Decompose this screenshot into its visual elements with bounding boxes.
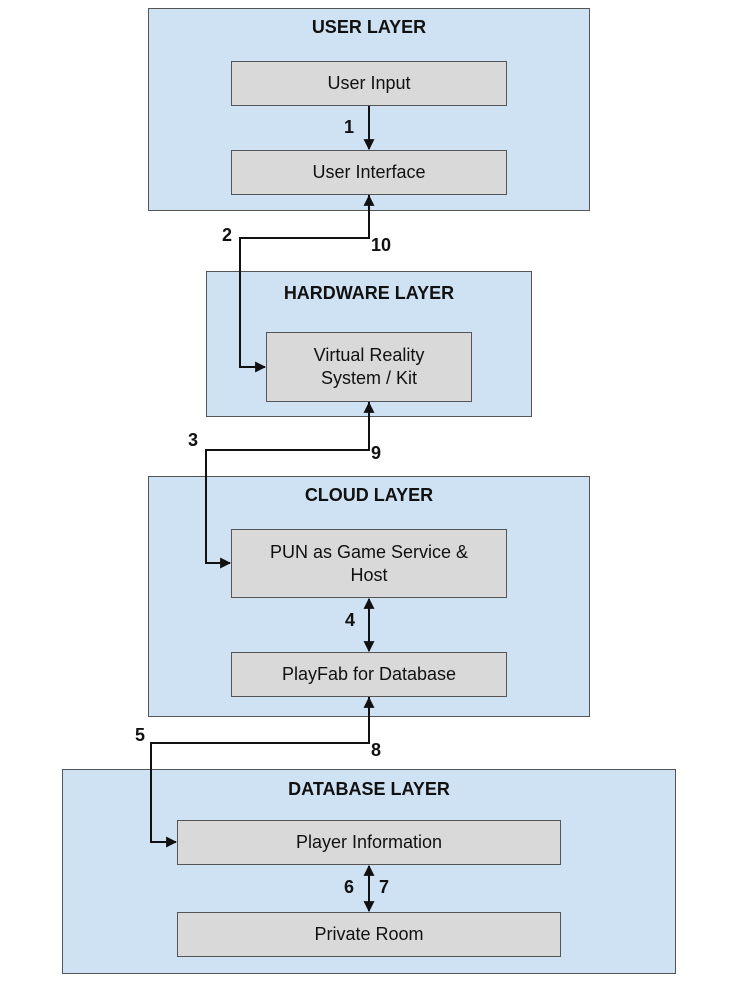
vr-system-box: Virtual Reality System / Kit — [266, 332, 472, 402]
step-label-7: 7 — [379, 877, 390, 897]
user-interface-box: User Interface — [231, 150, 507, 195]
pun-line-1: PUN as Game Service & — [269, 541, 469, 562]
vr-system-line-1: Virtual Reality — [313, 345, 425, 365]
step-label-5: 5 — [135, 725, 146, 745]
vr-system-line-2: System / Kit — [320, 368, 418, 388]
step-label-9: 9 — [371, 443, 382, 463]
step-label-10: 10 — [371, 235, 392, 255]
pun-game-service-box: PUN as Game Service & Host — [231, 529, 507, 598]
step-label-2: 2 — [222, 225, 233, 245]
database-layer-title: DATABASE LAYER — [288, 779, 450, 799]
step-label-3: 3 — [188, 430, 199, 450]
playfab-database-box: PlayFab for Database — [231, 652, 507, 697]
player-information-box: Player Information — [177, 820, 561, 865]
cloud-layer-title: CLOUD LAYER — [304, 485, 434, 505]
step-label-6: 6 — [344, 877, 355, 897]
arrow-2 — [239, 195, 370, 373]
step-label-1: 1 — [344, 117, 355, 137]
user-input-box: User Input — [231, 61, 507, 106]
arrow-5 — [150, 697, 370, 848]
arrow-3 — [205, 402, 370, 569]
private-room-box: Private Room — [177, 912, 561, 957]
user-layer-title: USER LAYER — [311, 17, 427, 37]
step-label-4: 4 — [345, 610, 356, 630]
hardware-layer-title: HARDWARE LAYER — [283, 283, 455, 303]
pun-line-2: Host — [350, 564, 388, 585]
step-label-8: 8 — [371, 740, 382, 760]
